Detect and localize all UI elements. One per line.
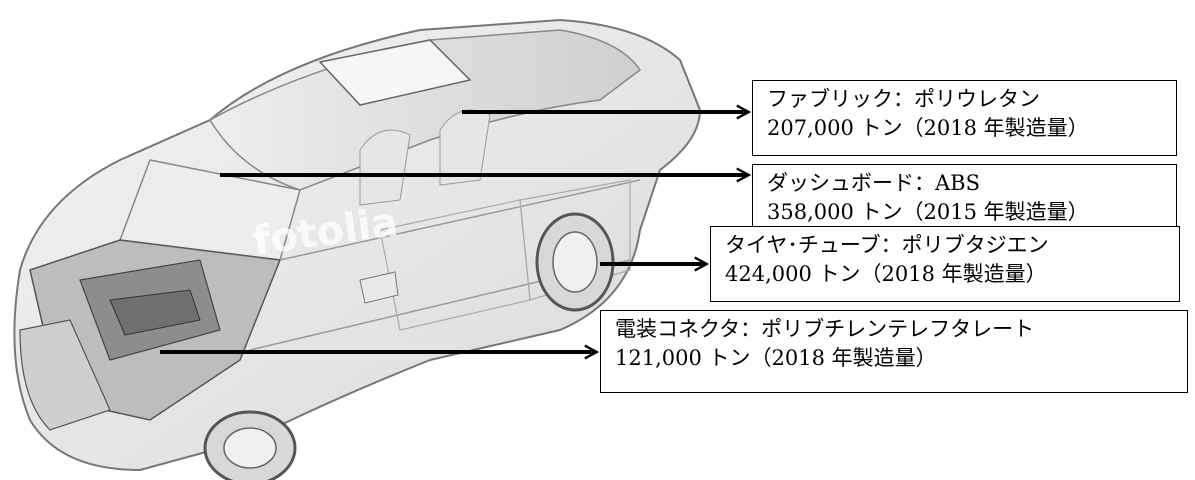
callout-fabric: ファブリック：ポリウレタン 207,000 トン（2018 年製造量） — [752, 80, 1177, 156]
callout-amount-label: 424,000 トン（2018 年製造量） — [725, 262, 1047, 286]
callout-material-label: ダッシュボード：ABS — [767, 171, 980, 195]
callout-amount-label: 121,000 トン（2018 年製造量） — [615, 346, 937, 370]
car-body: fotolia — [13, 18, 702, 480]
rear-wheel — [535, 212, 615, 312]
callout-electrical-connector: 電装コネクタ：ポリブチレンテレフタレート 121,000 トン（2018 年製造… — [600, 310, 1188, 393]
callout-amount-label: 207,000 トン（2018 年製造量） — [767, 116, 1089, 140]
callout-amount-label: 358,000 トン（2015 年製造量） — [767, 200, 1089, 224]
front-wheel — [203, 410, 297, 480]
callout-material-label: ファブリック：ポリウレタン — [767, 87, 1040, 111]
callout-tire-tube: タイヤ･チューブ：ポリブタジエン 424,000 トン（2018 年製造量） — [710, 226, 1180, 302]
callout-material-label: 電装コネクタ：ポリブチレンテレフタレート — [615, 317, 1035, 341]
callout-material-label: タイヤ･チューブ：ポリブタジエン — [725, 233, 1049, 257]
